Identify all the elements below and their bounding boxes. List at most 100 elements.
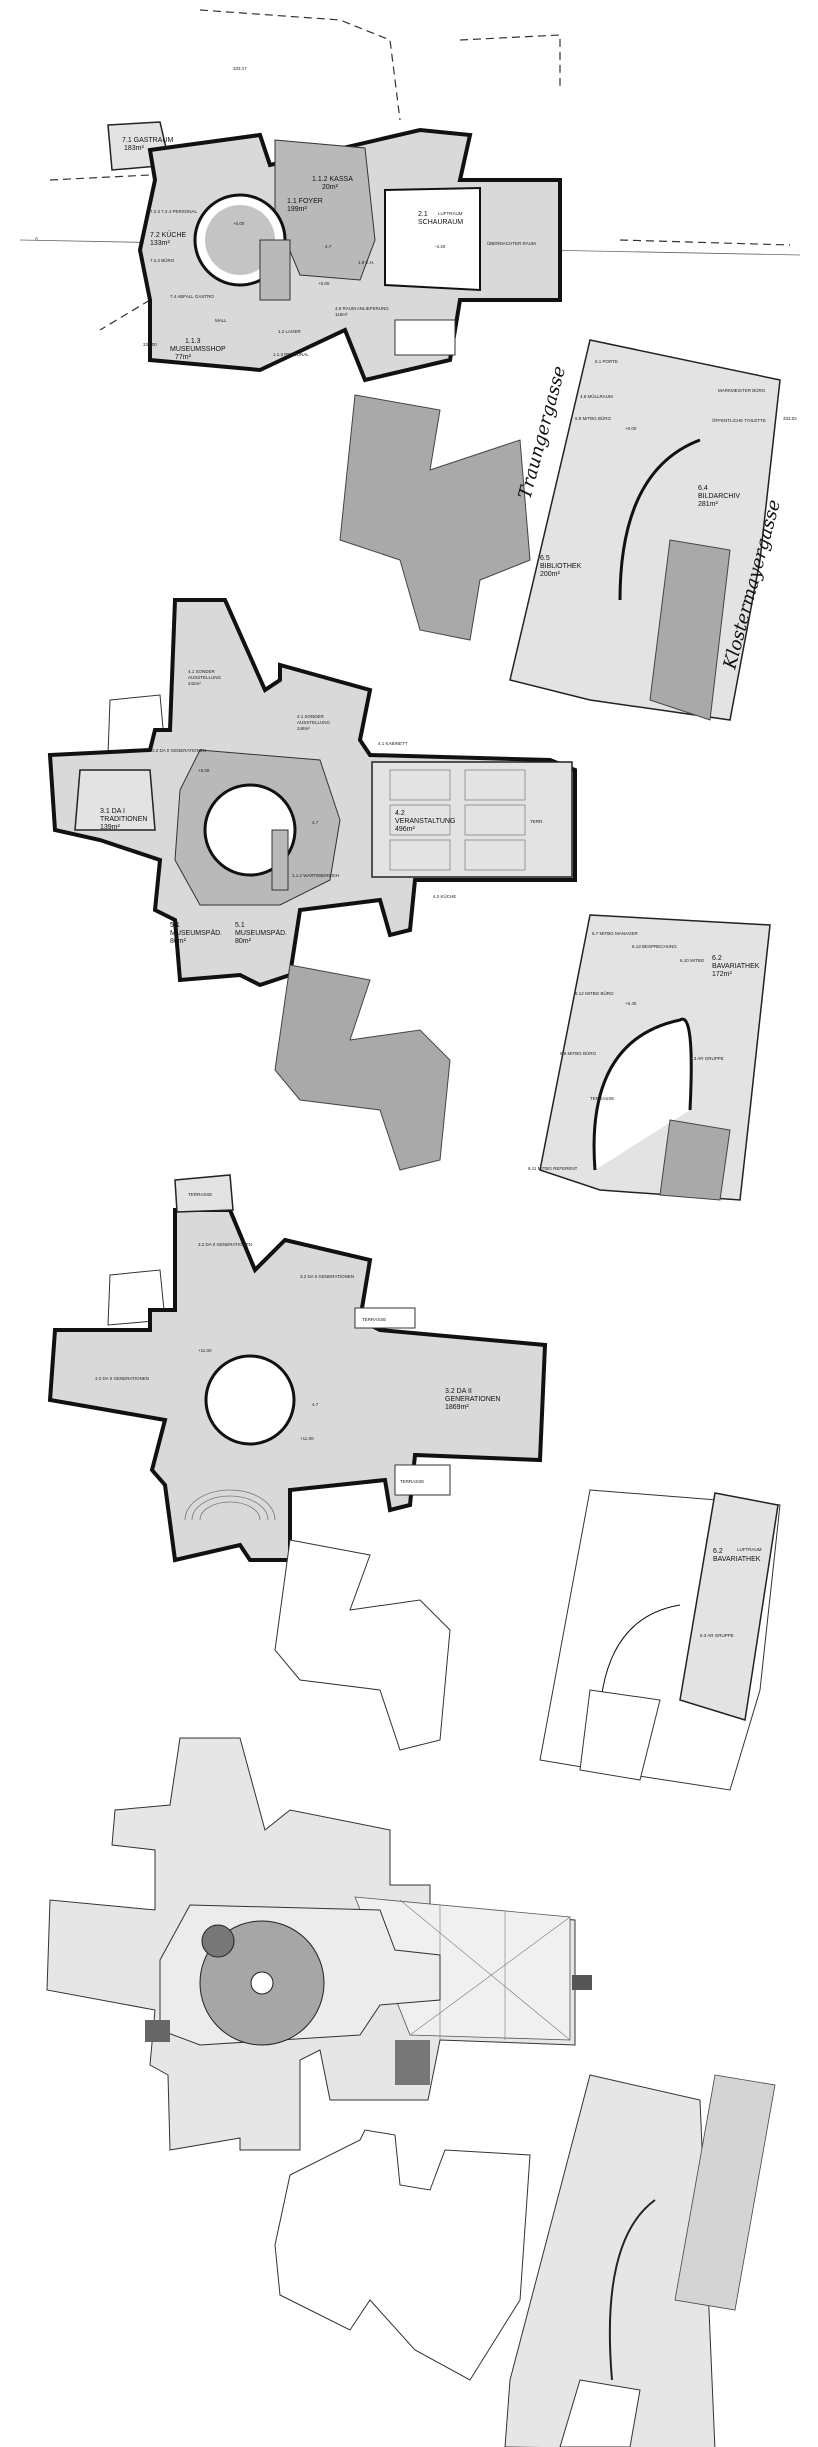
svg-text:3.2 DA II GENERATIONEN: 3.2 DA II GENERATIONEN bbox=[300, 1274, 354, 1279]
svg-text:7.4 ABFALL GASTRO: 7.4 ABFALL GASTRO bbox=[170, 294, 214, 299]
auditorium-seating bbox=[184, 1489, 276, 1521]
second-floor-outline bbox=[47, 1208, 548, 1563]
svg-text:4.1 SONDER: 4.1 SONDER bbox=[297, 714, 325, 719]
svg-text:6.13 BESPRECHUNG: 6.13 BESPRECHUNG bbox=[632, 944, 677, 949]
svg-text:GENERATIONEN: GENERATIONEN bbox=[445, 1396, 501, 1403]
svg-text:6.9 MITBG BÜRO: 6.9 MITBG BÜRO bbox=[560, 1050, 597, 1056]
svg-text:MARKMEISTER BÜRO: MARKMEISTER BÜRO bbox=[718, 387, 766, 393]
svg-text:+0.00: +0.00 bbox=[625, 426, 637, 431]
svg-text:281m²: 281m² bbox=[698, 501, 719, 508]
neighbor-building bbox=[339, 394, 531, 641]
roof-plan bbox=[46, 1737, 776, 2447]
svg-text:4.2 KÜCHE: 4.2 KÜCHE bbox=[433, 893, 456, 899]
svg-text:BAVARIATHEK: BAVARIATHEK bbox=[713, 1556, 761, 1563]
svg-text:333.00: 333.00 bbox=[143, 342, 157, 347]
svg-text:133m²: 133m² bbox=[150, 240, 171, 247]
svg-text:1.1.2 WARTEBEREICH: 1.1.2 WARTEBEREICH bbox=[292, 873, 339, 878]
svg-text:MUSEUMSPÄD.: MUSEUMSPÄD. bbox=[170, 929, 222, 937]
svg-text:MUSEUMSSHOP: MUSEUMSSHOP bbox=[170, 346, 226, 353]
svg-text:BAVARIATHEK: BAVARIATHEK bbox=[712, 963, 760, 970]
svg-text:6.2: 6.2 bbox=[712, 955, 722, 962]
svg-text:4.8 MÜLLRAUM: 4.8 MÜLLRAUM bbox=[580, 393, 613, 399]
svg-text:4.7: 4.7 bbox=[312, 1402, 319, 1407]
svg-text:6.7 MITBG MANAGER: 6.7 MITBG MANAGER bbox=[592, 931, 639, 936]
svg-text:2.1: 2.1 bbox=[418, 211, 428, 218]
svg-text:4.1 SONDER: 4.1 SONDER bbox=[188, 669, 216, 674]
svg-text:6.5: 6.5 bbox=[540, 555, 550, 562]
svg-text:AUSSTELLUNG: AUSSTELLUNG bbox=[188, 675, 222, 680]
svg-text:7.2.3 7.2.4 PERSONAL: 7.2.3 7.2.4 PERSONAL bbox=[150, 209, 198, 214]
svg-text:172m²: 172m² bbox=[712, 971, 733, 978]
svg-text:SCHAURAUM: SCHAURAUM bbox=[418, 219, 463, 226]
svg-text:1.1.3 PERSONAL: 1.1.3 PERSONAL bbox=[273, 352, 309, 357]
first-floor-annex-labels: 6.7 MITBG MANAGER 6.13 BESPRECHUNG 6.10 … bbox=[528, 931, 760, 1171]
svg-text:6.3 AR GRUPPE: 6.3 AR GRUPPE bbox=[690, 1056, 724, 1061]
svg-text:6.8 MITBG BÜRO: 6.8 MITBG BÜRO bbox=[575, 415, 612, 421]
svg-text:4.2: 4.2 bbox=[395, 810, 405, 817]
svg-text:+5.00: +5.00 bbox=[198, 768, 210, 773]
second-floor-labels: TERRASSE 3.2 DA II GENERATIONEN 3.2 DA I… bbox=[95, 1192, 501, 1484]
ground-floor-plan: 7.1 GASTRAUM 183m² 1.1 FOYER 199m² 1.1.2… bbox=[19, 9, 801, 383]
svg-text:1.1.3: 1.1.3 bbox=[185, 338, 201, 345]
svg-text:7.1 GASTRAUM: 7.1 GASTRAUM bbox=[122, 137, 174, 144]
svg-text:MALL: MALL bbox=[215, 318, 227, 323]
svg-text:+0.00: +0.00 bbox=[318, 281, 330, 286]
schauraum bbox=[384, 186, 481, 292]
svg-text:+11.00: +11.00 bbox=[198, 1348, 212, 1353]
svg-text:4.6 RAUM ANLIEFERUNG: 4.6 RAUM ANLIEFERUNG bbox=[335, 306, 389, 311]
veranstaltung-hall bbox=[371, 761, 573, 878]
svg-text:4.1 KABINETT: 4.1 KABINETT bbox=[378, 741, 408, 746]
annex-stair-roof bbox=[674, 2074, 776, 2311]
second-floor-plan: TERRASSE 3.2 DA II GENERATIONEN 3.2 DA I… bbox=[47, 1174, 781, 1791]
svg-text:333.02: 333.02 bbox=[783, 416, 797, 421]
svg-text:LUFTRAUM: LUFTRAUM bbox=[737, 1547, 762, 1552]
svg-text:333.17: 333.17 bbox=[233, 66, 247, 71]
svg-text:242m²: 242m² bbox=[188, 681, 201, 686]
ground-floor-labels: 7.1 GASTRAUM 183m² 1.1 FOYER 199m² 1.1.2… bbox=[35, 66, 536, 361]
svg-text:TERR.: TERR. bbox=[530, 819, 544, 824]
svg-text:7.2.2 BÜRO: 7.2.2 BÜRO bbox=[150, 257, 175, 263]
svg-text:1.2 LAGER: 1.2 LAGER bbox=[278, 329, 302, 334]
terrace-north bbox=[174, 1174, 234, 1213]
svg-text:TERRASSE: TERRASSE bbox=[590, 1096, 614, 1101]
svg-text:BIBLIOTHEK: BIBLIOTHEK bbox=[540, 563, 582, 570]
svg-text:4.7: 4.7 bbox=[312, 820, 319, 825]
annex-roof bbox=[504, 2074, 716, 2447]
svg-text:183m²: 183m² bbox=[124, 145, 145, 152]
svg-text:3.2 DA II: 3.2 DA II bbox=[445, 1388, 472, 1395]
svg-text:7.2 KÜCHE: 7.2 KÜCHE bbox=[150, 231, 187, 239]
svg-text:3.2 DA II GENERATIONEN: 3.2 DA II GENERATIONEN bbox=[152, 748, 206, 753]
svg-text:6.3 AR GRUPPE: 6.3 AR GRUPPE bbox=[700, 1633, 734, 1638]
svg-text:+11.00: +11.00 bbox=[300, 1436, 314, 1441]
svg-text:MUSEUMSPÄD.: MUSEUMSPÄD. bbox=[235, 929, 287, 937]
svg-text:3.1 DA I: 3.1 DA I bbox=[100, 808, 125, 815]
first-floor-plan: 4.1 SONDER AUSSTELLUNG 242m² 4.1 SONDER … bbox=[47, 598, 771, 1201]
svg-text:TERRASSE: TERRASSE bbox=[188, 1192, 212, 1197]
svg-text:VERANSTALTUNG: VERANSTALTUNG bbox=[395, 818, 455, 825]
svg-text:-4.40: -4.40 bbox=[435, 244, 446, 249]
svg-text:1869m²: 1869m² bbox=[445, 1404, 469, 1411]
svg-text:80m²: 80m² bbox=[170, 938, 187, 945]
svg-text:A: A bbox=[35, 236, 38, 241]
svg-text:199m²: 199m² bbox=[287, 206, 308, 213]
svg-text:LUFTRAUM: LUFTRAUM bbox=[438, 211, 463, 216]
svg-text:6.11 MITBG REFERENT: 6.11 MITBG REFERENT bbox=[528, 1166, 578, 1171]
svg-text:248m²: 248m² bbox=[297, 726, 310, 731]
first-floor-labels: 4.1 SONDER AUSSTELLUNG 242m² 4.1 SONDER … bbox=[100, 669, 544, 945]
svg-text:6.10 MITBG: 6.10 MITBG bbox=[680, 958, 705, 963]
svg-text:118m²: 118m² bbox=[335, 312, 348, 317]
svg-text:80m²: 80m² bbox=[235, 938, 252, 945]
svg-text:4.7: 4.7 bbox=[325, 244, 332, 249]
svg-text:ÖFFENTLICHE TOILETTE: ÖFFENTLICHE TOILETTE bbox=[712, 417, 766, 423]
svg-text:139m²: 139m² bbox=[100, 824, 121, 831]
svg-text:TERRASSE: TERRASSE bbox=[362, 1317, 386, 1322]
svg-text:200m²: 200m² bbox=[540, 571, 561, 578]
svg-text:+0.00: +0.00 bbox=[233, 221, 245, 226]
svg-text:TRADITIONEN: TRADITIONEN bbox=[100, 816, 147, 823]
svg-text:1.9 E.H.: 1.9 E.H. bbox=[358, 260, 374, 265]
svg-text:AUSSTELLUNG: AUSSTELLUNG bbox=[297, 720, 331, 725]
svg-text:5.1: 5.1 bbox=[235, 922, 245, 929]
svg-text:1.1.2 KASSA: 1.1.2 KASSA bbox=[312, 176, 353, 183]
second-floor-annex-labels: 6.2 BAVARIATHEK LUFTRAUM 6.3 AR GRUPPE bbox=[700, 1547, 762, 1638]
